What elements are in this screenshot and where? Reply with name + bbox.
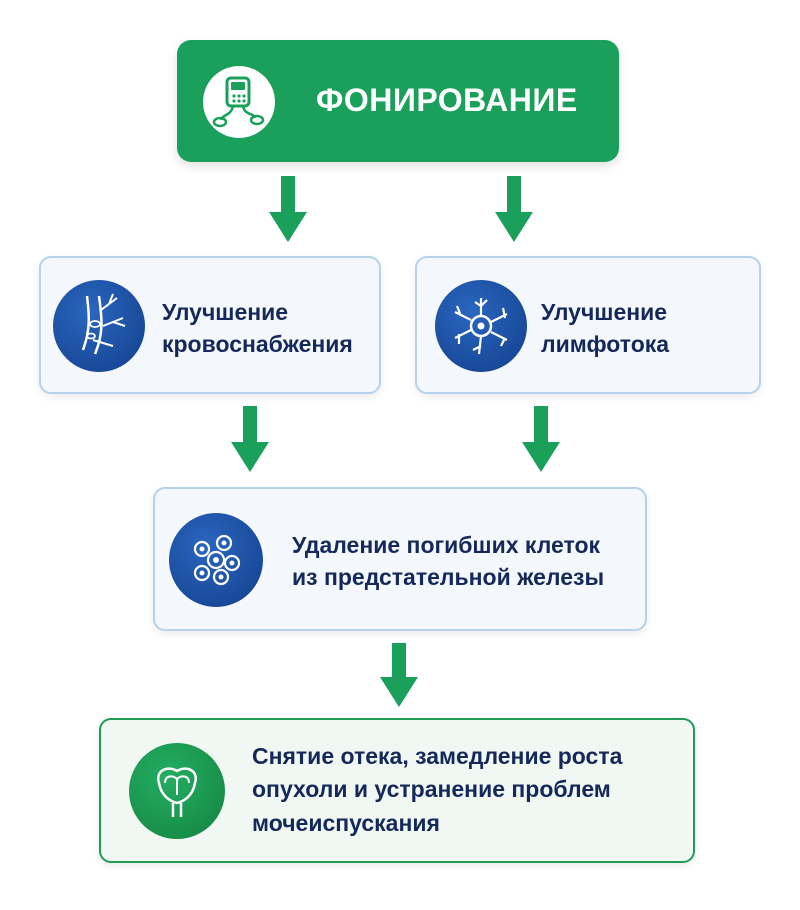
- blood-supply-line2: кровоснабжения: [162, 331, 353, 358]
- dead-cells-line1: Удаление погибших клеток: [292, 532, 601, 558]
- lymph-flow-line1: Улучшение: [541, 299, 668, 325]
- dead-cells-box: Удаление погибших клеток из предстательн…: [153, 487, 647, 631]
- blood-supply-box: Улучшение кровоснабжения: [39, 256, 381, 394]
- lymph-cell-icon: [435, 280, 527, 372]
- arrow-down-icon: [380, 643, 418, 707]
- phonation-device-icon: [203, 66, 275, 138]
- result-line2: опухоли и устранение проблем: [252, 776, 611, 803]
- cells-icon: [169, 513, 263, 607]
- phonation-header: ФОНИРОВАНИЕ: [177, 40, 619, 162]
- blood-supply-label: Улучшение кровоснабжения: [162, 296, 353, 360]
- arrow-down-icon: [269, 176, 307, 242]
- dead-cells-line2: из предстательной железы: [292, 564, 605, 591]
- phonation-title: ФОНИРОВАНИЕ: [316, 82, 578, 118]
- blood-supply-line1: Улучшение: [162, 299, 289, 325]
- dead-cells-label: Удаление погибших клеток из предстательн…: [292, 529, 604, 593]
- arrow-down-icon: [231, 406, 269, 472]
- result-box: Снятие отека, замедление роста опухоли и…: [99, 718, 695, 863]
- arrow-down-icon: [522, 406, 560, 472]
- lymph-flow-label: Улучшение лимфотока: [541, 296, 669, 360]
- lymph-flow-box: Улучшение лимфотока: [415, 256, 761, 394]
- prostate-icon: [129, 743, 225, 839]
- blood-vessel-icon: [53, 280, 145, 372]
- result-label: Снятие отека, замедление роста опухоли и…: [252, 740, 622, 840]
- arrow-down-icon: [495, 176, 533, 242]
- lymph-flow-line2: лимфотока: [541, 331, 670, 358]
- result-line3: мочеиспускания: [252, 809, 440, 836]
- result-line1: Снятие отека, замедление роста: [252, 743, 623, 769]
